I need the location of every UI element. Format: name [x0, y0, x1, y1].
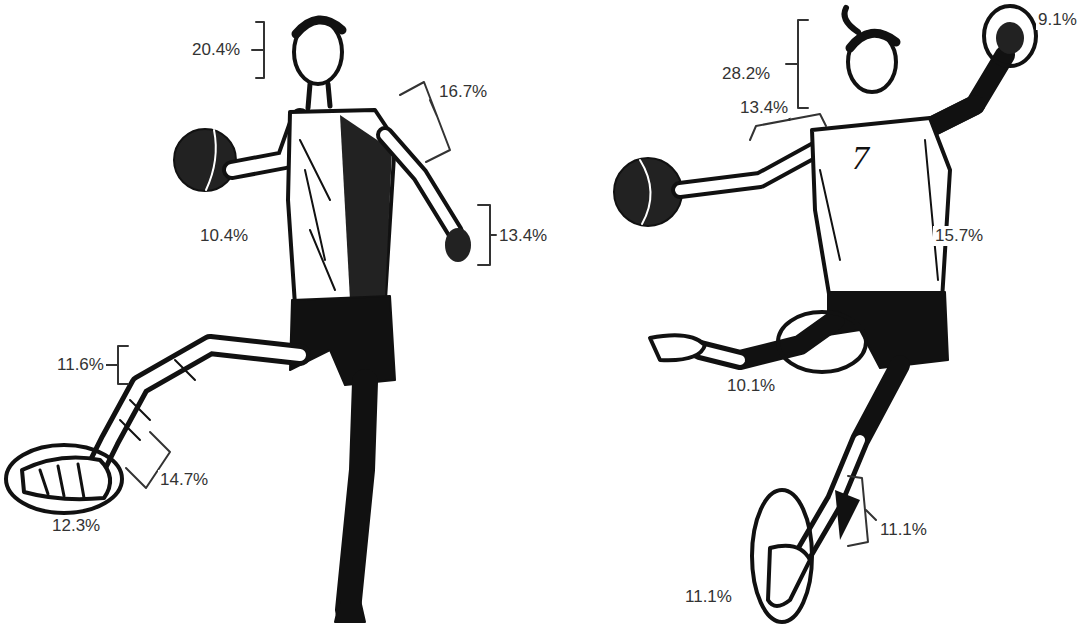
injury-percentage: 13.4% — [497, 226, 549, 246]
female-player — [614, 6, 1036, 622]
injury-percentage: 15.7% — [933, 226, 985, 246]
injury-percentage: 10.4% — [198, 226, 250, 246]
injury-percentage: 11.1% — [878, 520, 929, 540]
injury-percentage: 11.1% — [683, 587, 734, 607]
injury-percentage: 20.4% — [190, 40, 242, 60]
injury-percentage: 14.7% — [158, 470, 210, 490]
injury-percentage: 28.2% — [720, 64, 772, 84]
injury-percentage: 10.1% — [725, 376, 777, 396]
injury-percentage: 11.6% — [55, 355, 106, 375]
male-player — [6, 20, 496, 622]
injury-percentage: 16.7% — [437, 82, 489, 102]
injury-percentage: 12.3% — [50, 516, 102, 536]
injury-percentage: 9.1% — [1036, 10, 1079, 30]
jersey-number: 7 — [852, 140, 869, 176]
injury-percentage: 13.4% — [738, 98, 790, 118]
